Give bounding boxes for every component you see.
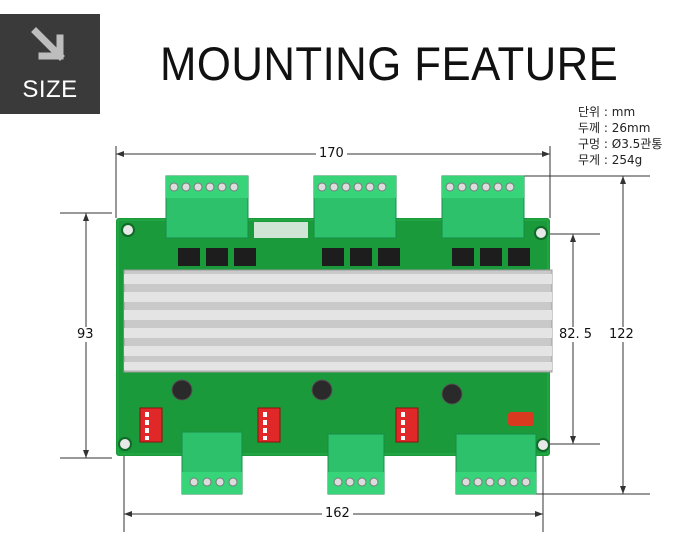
terminal-block-top-3 (441, 175, 525, 239)
mounting-holes (118, 223, 550, 452)
spec-unit: 단위 : mm (578, 105, 636, 119)
dim-left-height: 93 (74, 327, 97, 342)
capacitors (171, 379, 463, 405)
ic-chips (178, 248, 530, 266)
fuse (508, 412, 534, 426)
spec-list: 단위 : mm 두께 : 26mm 구멍 : Ø3.5관통 무게 : 254g (578, 104, 662, 168)
bottom-terminal-blocks (181, 431, 537, 495)
dim-bottom-width: 162 (322, 506, 353, 521)
dim-right-inner-height: 82. 5 (556, 327, 596, 342)
terminal-block-bottom-3 (455, 433, 537, 495)
top-terminal-blocks (165, 175, 525, 239)
page-title: MOUNTING FEATURE (160, 37, 619, 90)
heatsink (123, 269, 553, 373)
arrow-down-right-icon (31, 27, 65, 61)
dimension-arrows (83, 151, 626, 517)
silkscreen-label (254, 222, 308, 238)
size-badge: SIZE (0, 14, 100, 114)
terminal-block-top-1 (165, 175, 249, 239)
dip-switches (139, 407, 534, 443)
spec-weight: 무게 : 254g (578, 153, 643, 167)
terminal-block-bottom-2 (327, 433, 385, 495)
spec-hole: 구멍 : Ø3.5관통 (578, 137, 663, 151)
terminal-block-top-2 (313, 175, 397, 239)
terminal-block-bottom-1 (181, 431, 243, 495)
badge-label: SIZE (22, 76, 78, 103)
dim-top-width: 170 (316, 146, 347, 161)
spec-thickness: 두께 : 26mm (578, 121, 651, 135)
dim-right-outer-height: 122 (606, 327, 637, 342)
